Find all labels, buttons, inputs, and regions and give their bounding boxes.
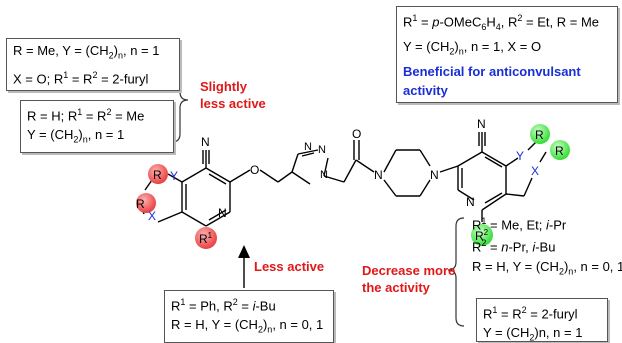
atom-r-left-top: R	[153, 168, 162, 182]
box-top-left-b-line-2: Y = (CH2)n, n = 1	[27, 127, 125, 145]
green-circle-r-right	[550, 140, 570, 160]
left-core-bonds	[139, 150, 293, 227]
box-bottom-right-line-2: Y = (CH2)n, n = 1	[483, 325, 583, 342]
box-top-right-line-2: Y = (CH2)n, n = 1, X = O	[403, 38, 542, 57]
atom-o-carbonyl: O	[352, 127, 361, 141]
atom-n-pip-left: N	[374, 168, 383, 182]
atom-n-right: N	[466, 195, 475, 209]
green-circle-r2	[471, 224, 493, 246]
atom-n-triazole-right: N	[320, 169, 328, 181]
annotation-less-active: Less active	[254, 259, 325, 274]
red-circle-r1	[195, 227, 217, 249]
box-top-right-line-3: Beneficial for anticonvulsant	[403, 63, 581, 79]
atom-r-right: R	[555, 144, 564, 158]
atom-r-left: R	[136, 197, 145, 211]
annotation-decrease-more: Decrease more	[362, 263, 456, 278]
brace-right	[447, 217, 465, 327]
atom-x-right: X	[531, 164, 539, 178]
atom-r-right-top: R	[535, 128, 544, 142]
atom-cn-right: N	[477, 117, 486, 131]
piperazine-ring	[383, 149, 459, 197]
atom-x-left: X	[148, 209, 156, 223]
annotation-slightly: Slightly	[200, 79, 247, 94]
annotation-the-activity: the activity	[362, 280, 430, 295]
annotation-less-active-2: less active	[200, 96, 266, 111]
box-bottom-right-line-1: R1 = R2 = 2-furyl	[483, 305, 578, 322]
atom-n-triazole-top-1: N	[304, 141, 312, 153]
atom-labels: N R Y R X N O R1 N N N O N N N Y R R X N…	[136, 117, 564, 246]
box-bottom-left-line-2: R = H, Y = (CH2)n, n = 0, 1	[171, 317, 324, 335]
atom-y-right: Y	[516, 149, 524, 163]
atom-r2-right: R2	[475, 228, 489, 243]
triazole-ring	[291, 140, 375, 185]
box-right-mid-line-2: R2 = n-Pr, i-Bu	[472, 238, 556, 255]
atom-o-left: O	[250, 163, 259, 177]
atom-r1-left: R1	[199, 231, 213, 246]
annotation-slightly-less-active: Slightly less active	[200, 78, 266, 112]
atom-r2-sup: 2	[484, 228, 489, 237]
red-circle-r-left	[136, 193, 156, 213]
box-bottom-right: R1 = R2 = 2-furyl Y = (CH2)n, n = 1	[476, 298, 608, 342]
right-core-bonds	[457, 132, 547, 222]
atom-n-triazole-top-2: N	[318, 144, 326, 156]
box-top-left-b: R = H; R1 = R2 = Me Y = (CH2)n, n = 1	[20, 100, 174, 153]
box-right-mid: R1 = Me, Et; i-Pr R2 = n-Pr, i-Bu R = H,…	[472, 212, 622, 281]
atom-r1-letter: R	[199, 232, 208, 246]
box-bottom-left: R1 = Ph, R2 = i-Bu R = H, Y = (CH2)n, n …	[164, 290, 334, 343]
atom-r1-sup: 1	[208, 231, 213, 240]
box-top-left-a-line-1: R = Me, Y = (CH2)n, n = 1	[13, 43, 160, 61]
box-top-left-b-line-1: R = H; R1 = R2 = Me	[27, 107, 145, 124]
box-top-right: R1 = p-OMeC6H4, R2 = Et, R = Me Y = (CH2…	[396, 6, 618, 103]
red-circle-r-top	[148, 164, 168, 184]
box-right-mid-line-3: R = H, Y = (CH2)n, n = 0, 1	[472, 258, 622, 277]
atom-n-left: N	[218, 206, 227, 220]
atom-n-pip-right: N	[430, 168, 439, 182]
green-circle-r-top	[530, 124, 550, 144]
annotation-decrease: Decrease more the activity	[362, 262, 455, 296]
box-bottom-left-line-1: R1 = Ph, R2 = i-Bu	[171, 297, 276, 314]
box-right-mid-line-1: R1 = Me, Et; i-Pr	[472, 216, 567, 233]
box-top-right-line-1: R1 = p-OMeC6H4, R2 = Et, R = Me	[403, 13, 600, 32]
atom-cn-left: N	[201, 135, 210, 149]
box-top-left-a-line-2: X = O; R1 = R2 = 2-furyl	[13, 69, 149, 86]
box-top-right-line-4: activity	[403, 82, 448, 98]
atom-r2-letter: R	[475, 229, 484, 243]
atom-y-left: Y	[170, 169, 178, 183]
box-top-left-a: R = Me, Y = (CH2)n, n = 1 X = O; R1 = R2…	[6, 38, 180, 91]
arrow-up	[238, 245, 250, 288]
